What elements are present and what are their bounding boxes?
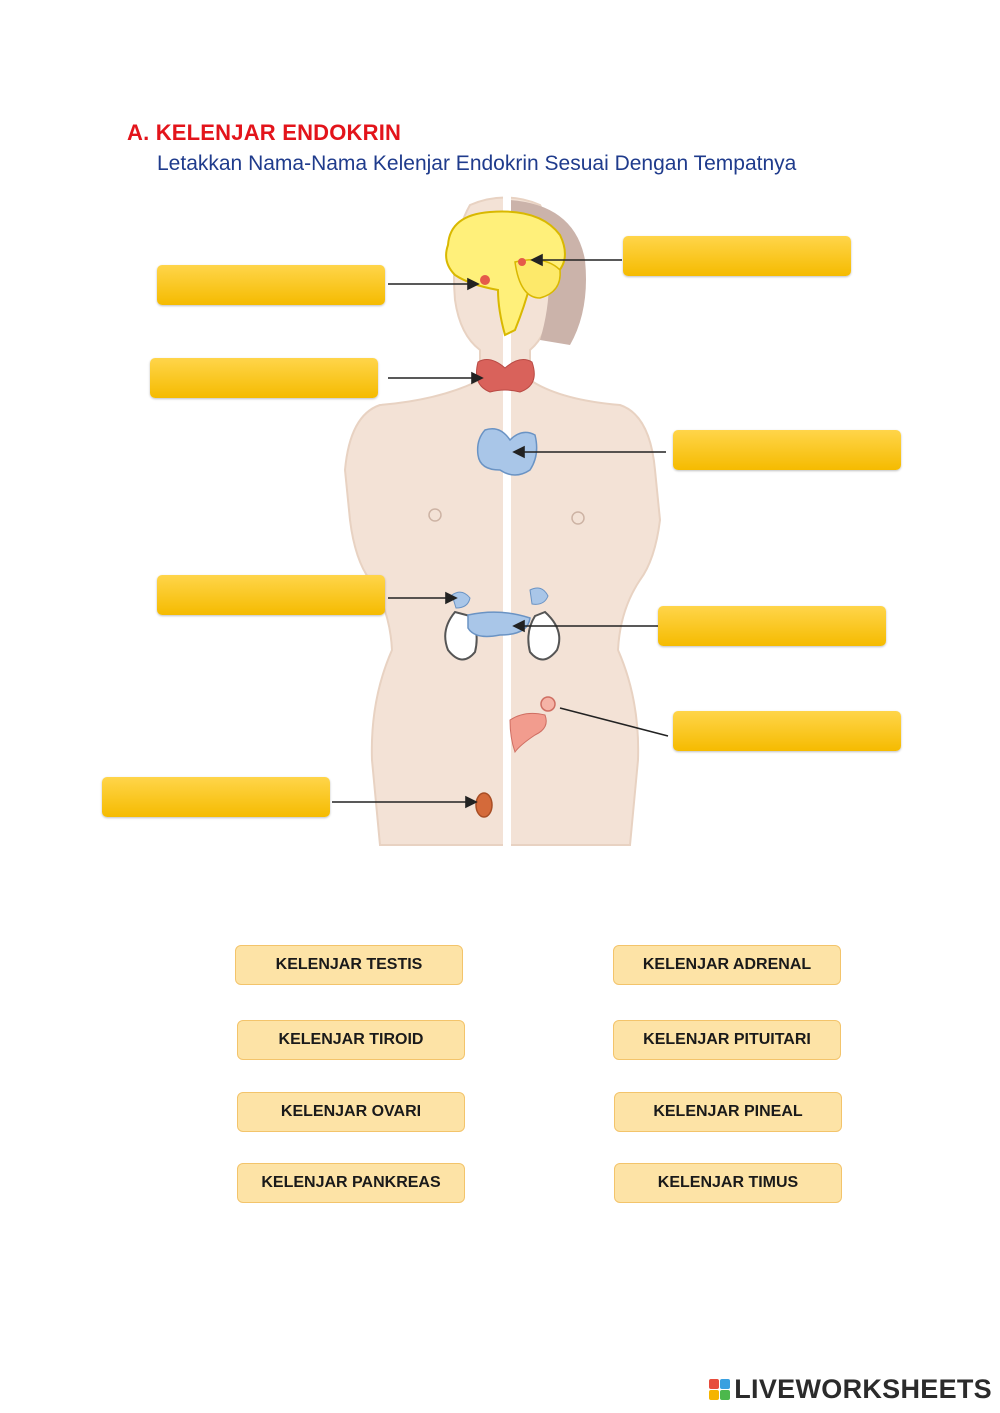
- brand-mark-icon: [709, 1379, 731, 1400]
- option-kelenjar-ovari[interactable]: KELENJAR OVARI: [237, 1092, 465, 1132]
- testis-gland: [475, 792, 493, 818]
- left-adrenal-gland: [451, 591, 471, 609]
- endocrine-body-diagram: [332, 195, 669, 850]
- midline-divider: [503, 195, 511, 850]
- option-kelenjar-timus[interactable]: KELENJAR TIMUS: [614, 1163, 842, 1203]
- option-kelenjar-pituitari[interactable]: KELENJAR PITUITARI: [613, 1020, 841, 1060]
- hair-shape: [510, 200, 586, 345]
- ovary-gland: [540, 696, 556, 712]
- option-kelenjar-pankreas[interactable]: KELENJAR PANKREAS: [237, 1163, 465, 1203]
- option-kelenjar-tiroid[interactable]: KELENJAR TIROID: [237, 1020, 465, 1060]
- thyroid-gland: [476, 359, 535, 393]
- brain-icon: [445, 210, 566, 337]
- arrow-ovary: [559, 707, 669, 737]
- drop-target-pancreas[interactable]: [658, 606, 886, 646]
- pineal-gland: [518, 258, 526, 266]
- drop-target-pituitary[interactable]: [157, 265, 385, 305]
- drop-target-testis[interactable]: [102, 777, 330, 817]
- option-kelenjar-testis[interactable]: KELENJAR TESTIS: [235, 945, 463, 985]
- brand-text: LIVEWORKSHEETS: [734, 1374, 992, 1404]
- pituitary-gland: [480, 275, 490, 285]
- right-adrenal-gland: [529, 587, 549, 605]
- section-title: A. KELENJAR ENDOKRIN: [127, 120, 402, 145]
- thymus-gland: [476, 428, 538, 476]
- right-nipple: [571, 511, 585, 525]
- pancreas-gland: [467, 611, 531, 638]
- right-kidney: [527, 610, 561, 661]
- instruction-text: Letakkan Nama-Nama Kelenjar Endokrin Ses…: [157, 152, 797, 175]
- option-kelenjar-adrenal[interactable]: KELENJAR ADRENAL: [613, 945, 841, 985]
- body-silhouette: [343, 196, 662, 846]
- drop-target-thyroid[interactable]: [150, 358, 378, 398]
- option-kelenjar-pineal[interactable]: KELENJAR PINEAL: [614, 1092, 842, 1132]
- brand-logo: LIVEWORKSHEETS: [709, 1374, 992, 1405]
- drop-target-pineal[interactable]: [623, 236, 851, 276]
- uterus-shape: [509, 712, 547, 754]
- drop-target-thymus[interactable]: [673, 430, 901, 470]
- drop-target-ovary[interactable]: [673, 711, 901, 751]
- drop-target-adrenal[interactable]: [157, 575, 385, 615]
- left-nipple: [428, 508, 442, 522]
